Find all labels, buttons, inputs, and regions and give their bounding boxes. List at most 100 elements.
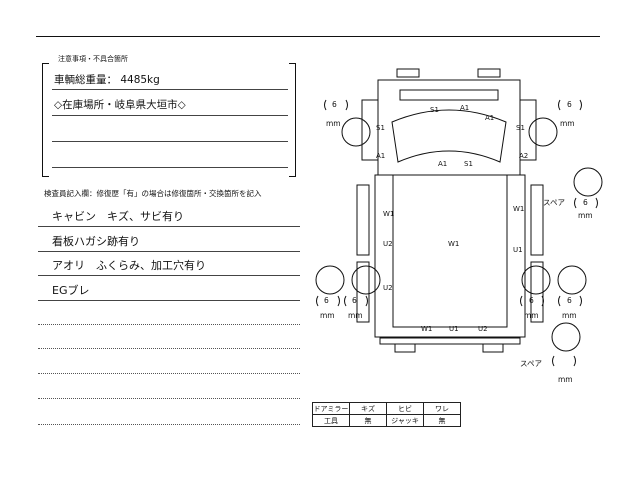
inspection-dotted-rule bbox=[38, 398, 300, 399]
inspection-dotted-rule bbox=[38, 348, 300, 349]
side-rail-left bbox=[356, 184, 370, 256]
tire-rear-left-inner bbox=[351, 265, 381, 295]
tire-rear-right-outer bbox=[557, 265, 587, 295]
notes-rule bbox=[52, 167, 288, 168]
inspection-line-4: EGブレ bbox=[52, 284, 90, 297]
top-rule bbox=[36, 36, 600, 37]
inspection-title: 検査員記入欄：修復歴「有」の場合は修復箇所・交換箇所を記入 bbox=[44, 189, 262, 198]
bracket bbox=[574, 197, 598, 209]
mark-s1: S1 bbox=[430, 106, 439, 114]
tire-front-left bbox=[341, 117, 371, 147]
inspection-rule bbox=[38, 300, 300, 301]
inspection-line-1: キャビン キズ、サビ有り bbox=[52, 210, 184, 223]
inspection-rule bbox=[38, 251, 300, 252]
tire-depth-rri: 6 bbox=[529, 296, 534, 305]
inspection-dotted-rule bbox=[38, 373, 300, 374]
inspection-rule bbox=[38, 275, 300, 276]
spare-label-2: スペア bbox=[520, 359, 542, 368]
inspection-dotted-rule bbox=[38, 424, 300, 425]
mark-a1: A1 bbox=[485, 114, 494, 122]
inspection-dotted-rule bbox=[38, 324, 300, 325]
bracket bbox=[324, 99, 348, 111]
notes-box: 車輌総重量： 4485kg ◇在庫場所・岐阜県大垣市◇ bbox=[42, 63, 296, 177]
bracket bbox=[558, 99, 582, 111]
spare-label-1: スペア bbox=[543, 198, 565, 207]
notes-rule bbox=[52, 89, 288, 90]
unit-rli: mm bbox=[348, 311, 363, 320]
tools-cell: 工具 bbox=[312, 414, 350, 427]
notes-rule bbox=[52, 115, 288, 116]
notes-bracket-right bbox=[289, 63, 296, 177]
mark-a1: A1 bbox=[376, 152, 385, 160]
tire-depth-sp1: 6 bbox=[583, 198, 588, 207]
notes-bracket-left bbox=[42, 63, 49, 177]
unit-sp2: mm bbox=[558, 375, 573, 384]
mark-w1: W1 bbox=[383, 210, 394, 218]
door-left bbox=[361, 99, 378, 161]
mark-s1: S1 bbox=[376, 124, 385, 132]
windshield bbox=[391, 109, 507, 163]
notes-line-1: 車輌総重量： 4485kg bbox=[54, 74, 160, 86]
mark-a1: A1 bbox=[438, 160, 447, 168]
tire-depth-rlo: 6 bbox=[324, 296, 329, 305]
mark-s1: S1 bbox=[516, 124, 525, 132]
mark-u2: U2 bbox=[383, 240, 393, 248]
mark-w1: W1 bbox=[448, 240, 459, 248]
notes-title: 注意事項・不具合箇所 bbox=[58, 55, 128, 63]
unit-rlo: mm bbox=[320, 311, 335, 320]
bracket bbox=[344, 295, 368, 307]
inspection-line-2: 看板ハガシ跡有り bbox=[52, 235, 140, 248]
tools-cell: ワレ bbox=[423, 402, 461, 415]
side-rail-right bbox=[530, 184, 544, 256]
tools-cell: キズ bbox=[349, 402, 387, 415]
cab-roof-panel bbox=[399, 89, 499, 101]
mark-a1: A1 bbox=[460, 104, 469, 112]
cab-outline bbox=[377, 79, 521, 176]
unit-rro: mm bbox=[562, 311, 577, 320]
inspection-rule bbox=[38, 226, 300, 227]
tools-cell: 無 bbox=[349, 414, 387, 427]
lamp-right bbox=[482, 343, 504, 353]
mirror-right bbox=[477, 68, 501, 78]
mark-s1: S1 bbox=[464, 160, 473, 168]
mark-w1: W1 bbox=[421, 325, 432, 333]
tire-depth-fr: 6 bbox=[567, 100, 572, 109]
unit-fl: mm bbox=[326, 119, 341, 128]
tools-cell: ヒビ bbox=[386, 402, 424, 415]
lamp-left bbox=[394, 343, 416, 353]
tire-spare-2 bbox=[551, 322, 581, 352]
tools-cell: ジャッキ bbox=[386, 414, 424, 427]
inspection-line-3: アオリ ふくらみ、加工穴有り bbox=[52, 259, 206, 272]
tire-rear-right-inner bbox=[521, 265, 551, 295]
mark-u2: U2 bbox=[383, 284, 393, 292]
unit-rri: mm bbox=[524, 311, 539, 320]
side-rail-left-rear bbox=[356, 261, 370, 323]
tools-cell: 無 bbox=[423, 414, 461, 427]
mark-w1: W1 bbox=[513, 205, 524, 213]
bracket bbox=[316, 295, 340, 307]
rear-bumper bbox=[379, 337, 521, 345]
tire-depth-rro: 6 bbox=[567, 296, 572, 305]
unit-sp1: mm bbox=[578, 211, 593, 220]
unit-fr: mm bbox=[560, 119, 575, 128]
mark-u1: U1 bbox=[513, 246, 523, 254]
truck-damage-diagram: 6 mm 6 mm スペア 6 mm 6 mm 6 mm 6 mm 6 mm ス… bbox=[315, 68, 603, 384]
bracket bbox=[520, 295, 544, 307]
mark-u2: U2 bbox=[478, 325, 488, 333]
mark-u1: U1 bbox=[449, 325, 459, 333]
bracket bbox=[558, 295, 582, 307]
notes-rule bbox=[52, 141, 288, 142]
tools-table: ドアミラー キズ ヒビ ワレ 工具 無 ジャッキ 無 bbox=[312, 402, 461, 427]
tools-cell: ドアミラー bbox=[312, 402, 350, 415]
notes-line-2: ◇在庫場所・岐阜県大垣市◇ bbox=[54, 99, 186, 111]
cargo-floor bbox=[392, 174, 508, 328]
mirror-left bbox=[396, 68, 420, 78]
door-right bbox=[520, 99, 537, 161]
tire-spare-1 bbox=[573, 167, 603, 197]
mark-a2: A2 bbox=[519, 152, 528, 160]
tire-depth-rli: 6 bbox=[352, 296, 357, 305]
tire-rear-left-outer bbox=[315, 265, 345, 295]
tire-front-right bbox=[528, 117, 558, 147]
bracket bbox=[552, 355, 576, 367]
tire-depth-fl: 6 bbox=[332, 100, 337, 109]
